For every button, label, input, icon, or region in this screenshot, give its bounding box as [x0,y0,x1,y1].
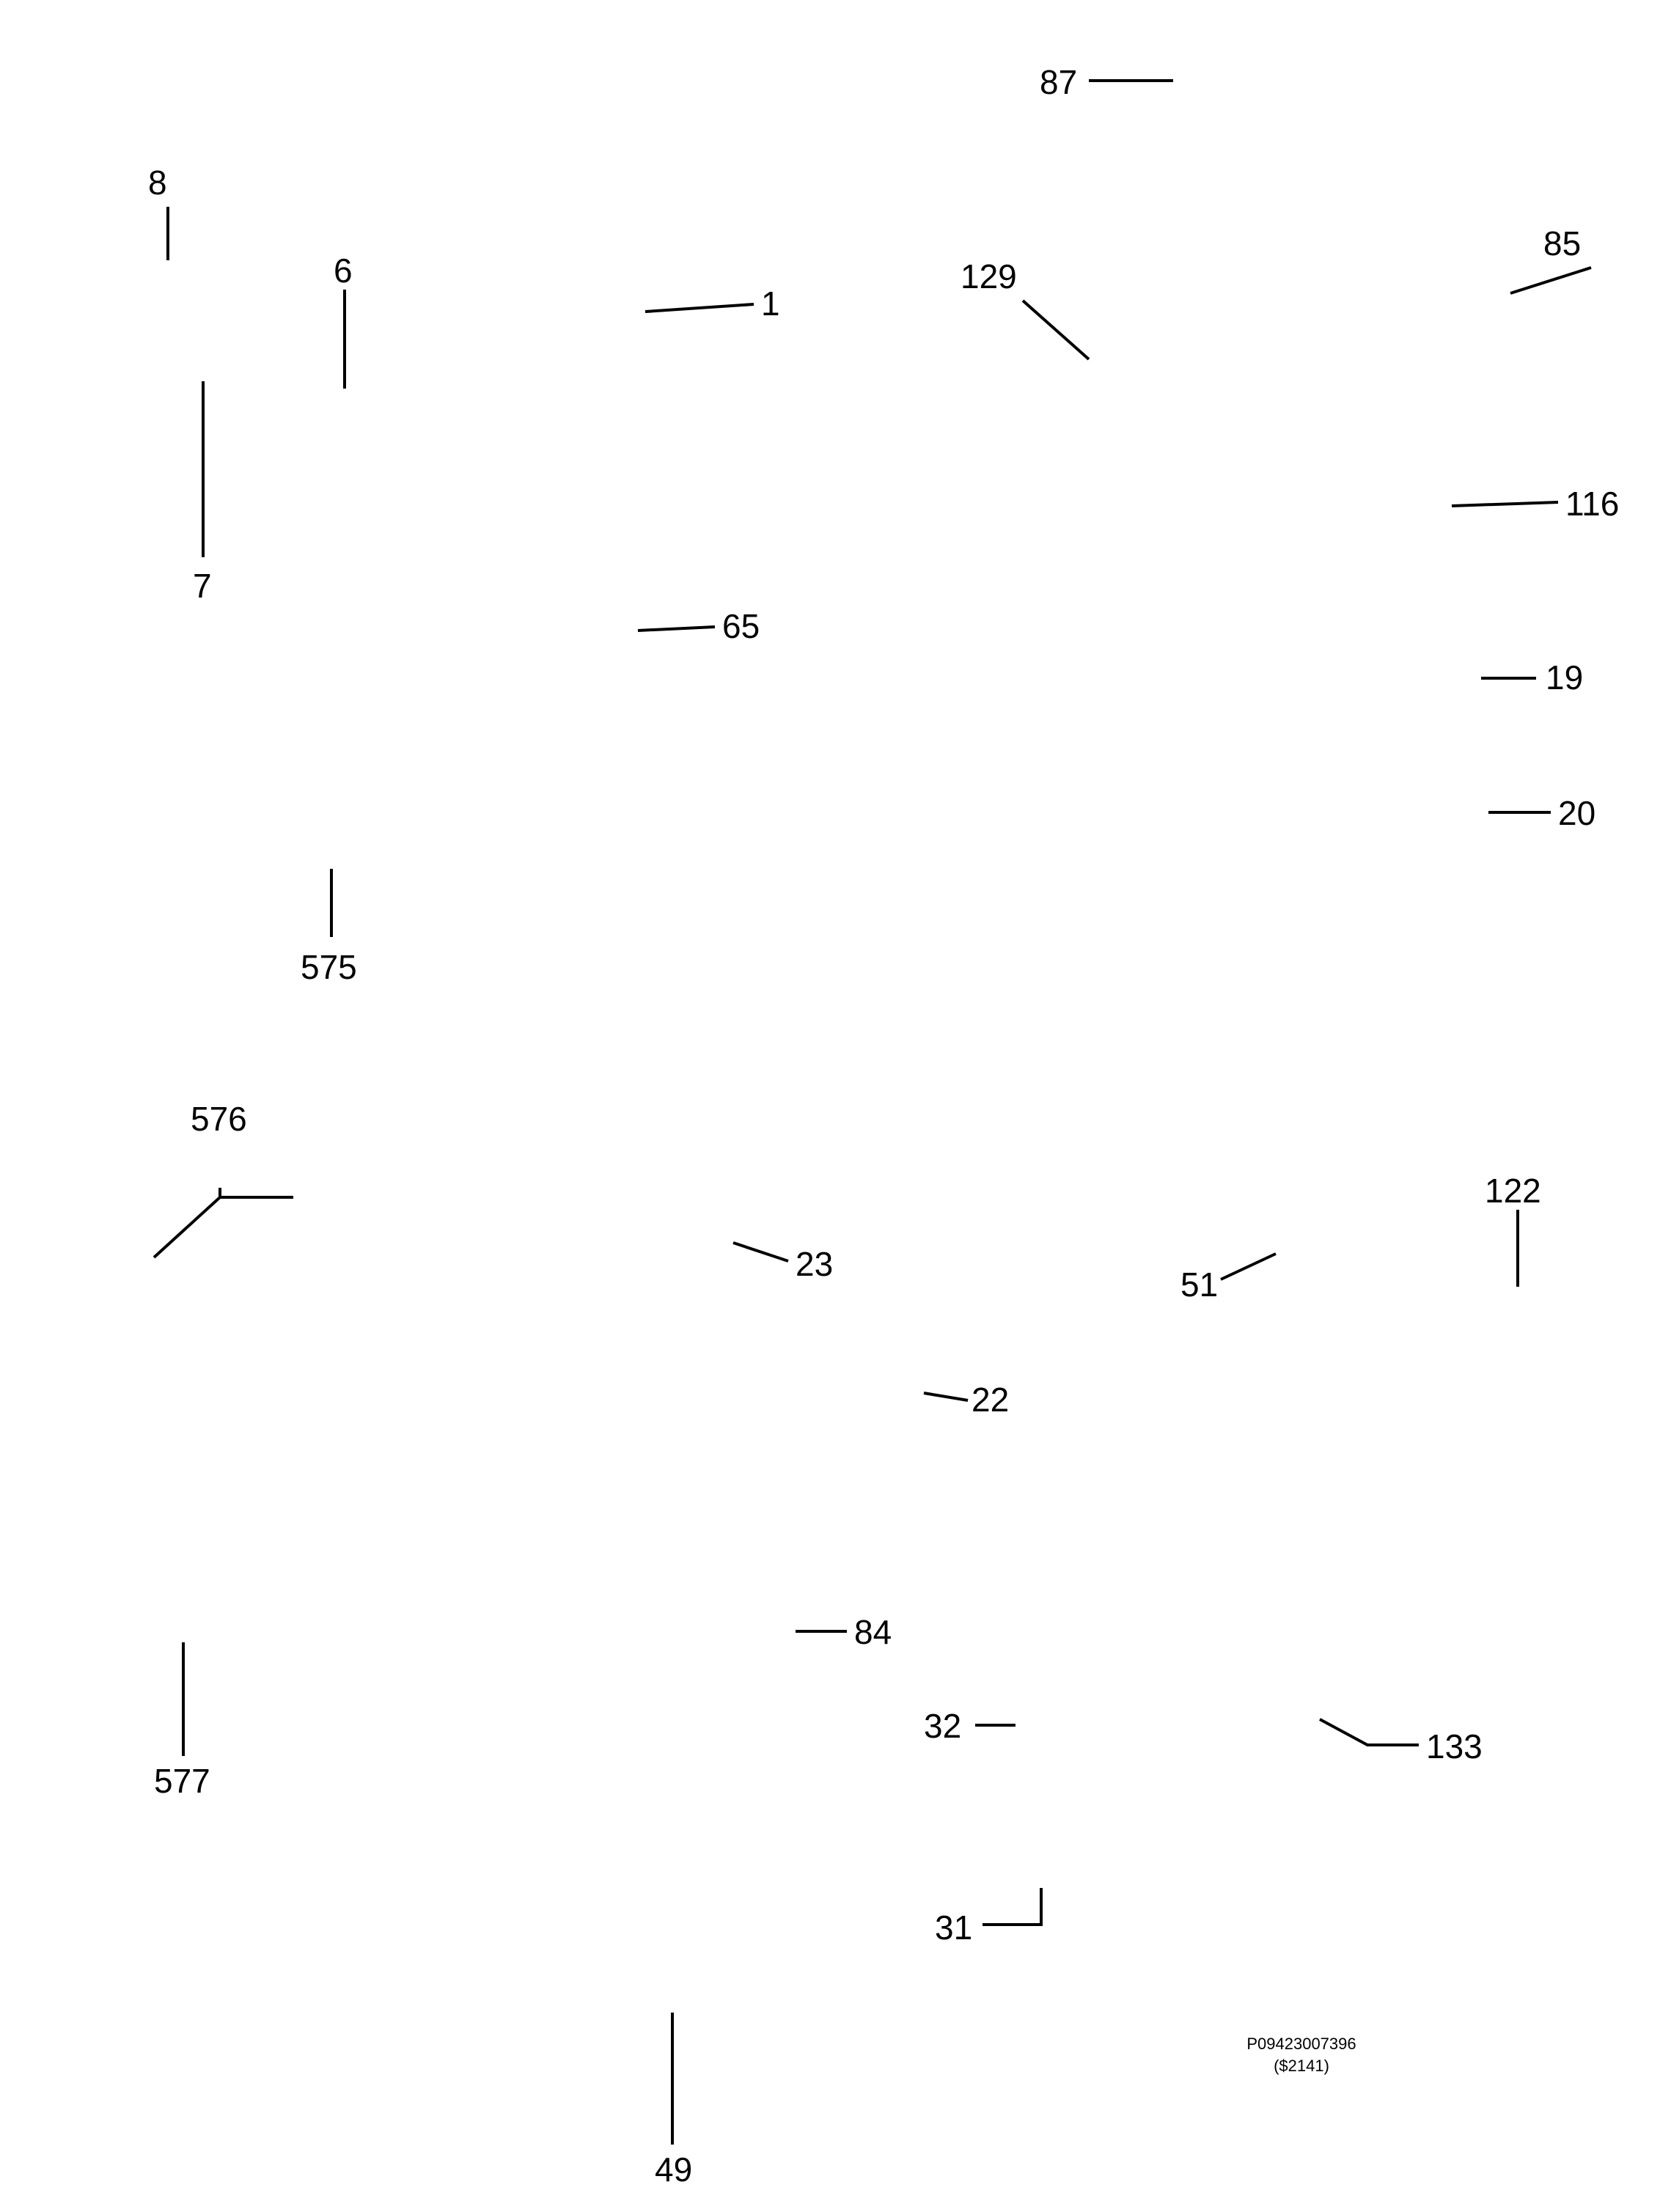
callout-31: 31 [935,1908,972,1947]
callout-6: 6 [334,251,353,290]
callout-32: 32 [924,1707,961,1745]
callout-577: 577 [154,1762,210,1800]
reference-revision: ($2141) [1274,2057,1329,2075]
callout-84: 84 [854,1613,892,1651]
callout-23: 23 [796,1245,833,1283]
callout-8: 8 [148,163,167,202]
callout-122: 122 [1485,1172,1541,1210]
callout-65: 65 [722,607,760,645]
callout-7: 7 [193,567,212,605]
callout-labels: 87 8 6 1 129 85 116 7 65 19 20 575 576 2… [148,63,1619,2189]
callout-49: 49 [655,2150,692,2189]
reference-block: P09423007396 ($2141) [1246,2035,1356,2075]
callout-51: 51 [1180,1265,1218,1304]
callout-116: 116 [1565,485,1619,523]
reference-code: P09423007396 [1246,2035,1356,2053]
callout-575: 575 [301,948,357,986]
callout-85: 85 [1543,224,1581,262]
callout-20: 20 [1558,794,1595,832]
callout-19: 19 [1546,658,1583,697]
callout-576: 576 [191,1100,247,1138]
callout-1: 1 [761,284,780,323]
callout-129: 129 [961,257,1017,295]
leader-lines [153,79,1592,2145]
callout-22: 22 [972,1381,1009,1419]
callout-133: 133 [1426,1727,1483,1765]
callout-87: 87 [1040,63,1077,101]
